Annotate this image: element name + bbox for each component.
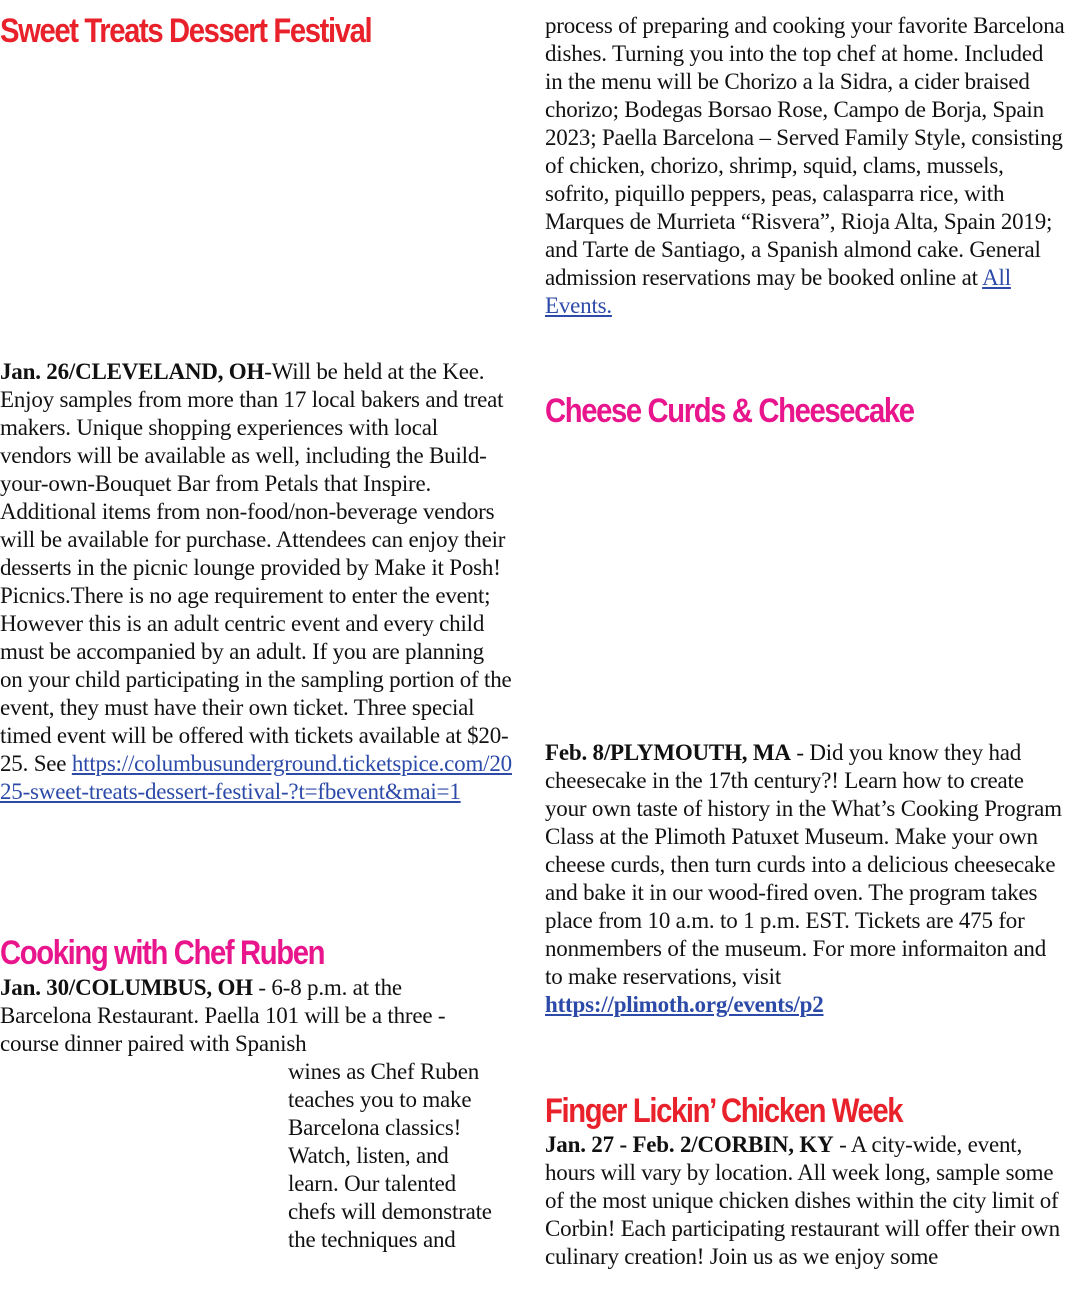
cheese-curds-article: Feb. 8/PLYMOUTH, MA - Did you know they … (545, 739, 1063, 1019)
chef-ruben-article-continued: process of preparing and cooking your fa… (545, 12, 1065, 320)
plimoth-events-link[interactable]: https://plimoth.org/events/p2 (545, 992, 824, 1017)
sweet-treats-dateline: Jan. 26/CLEVELAND, OH (0, 359, 265, 384)
sweet-treats-image-area (0, 56, 508, 356)
chicken-week-article: Jan. 27 - Feb. 2/CORBIN, KY - A city-wid… (545, 1131, 1063, 1271)
sweet-treats-ticket-link[interactable]: https://columbusunderground.ticketspice.… (0, 751, 512, 804)
chicken-week-dateline: Jan. 27 - Feb. 2/CORBIN, KY (545, 1132, 834, 1157)
sweet-treats-article: Jan. 26/CLEVELAND, OH-Will be held at th… (0, 358, 512, 806)
chef-ruben-article-narrow: wines as Chef Ruben teaches you to make … (288, 1059, 492, 1252)
chef-ruben-image-area (0, 1060, 275, 1300)
cheese-curds-dateline: Feb. 8/PLYMOUTH, MA (545, 740, 791, 765)
chef-ruben-body-continued: process of preparing and cooking your fa… (545, 13, 1065, 290)
chef-ruben-heading: Cooking with Chef Ruben (0, 934, 325, 972)
cheese-curds-image-area (545, 436, 1063, 736)
chef-ruben-dateline: Jan. 30/COLUMBUS, OH (0, 975, 253, 1000)
chef-ruben-body-intro: - 6-8 p.m. at the Barcelona Restaurant. … (0, 975, 446, 1056)
sweet-treats-body: -Will be held at the Kee. Enjoy samples … (0, 359, 512, 776)
cheese-curds-heading: Cheese Curds & Cheesecake (545, 392, 915, 430)
all-events-link[interactable]: All Events. (545, 265, 1011, 318)
cheese-curds-body: - Did you know they had cheesecake in th… (545, 740, 1062, 989)
chicken-week-heading: Finger Lickin’ Chicken Week (545, 1092, 904, 1130)
sweet-treats-heading: Sweet Treats Dessert Festival (0, 12, 373, 50)
chicken-week-body: - A city-wide, event, hours will vary by… (545, 1132, 1060, 1269)
chef-ruben-article-intro: Jan. 30/COLUMBUS, OH - 6-8 p.m. at the B… (0, 974, 455, 1058)
